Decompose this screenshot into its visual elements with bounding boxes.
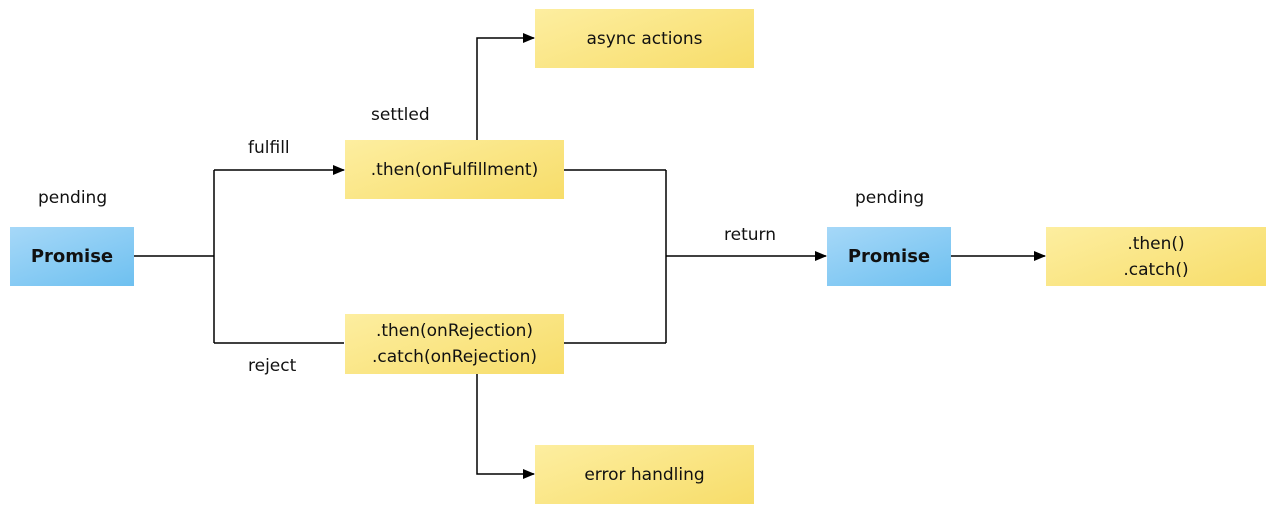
promise-node-right: Promise bbox=[827, 227, 951, 286]
async-actions-node: async actions bbox=[535, 9, 754, 68]
promise-node-left: Promise bbox=[10, 227, 134, 286]
chain-then-label: .then() bbox=[1127, 233, 1185, 254]
label-settled: settled bbox=[371, 105, 430, 125]
label-fulfill: fulfill bbox=[248, 138, 290, 158]
then-rejection-label: .then(onRejection) bbox=[375, 321, 534, 341]
label-pending-left: pending bbox=[38, 188, 108, 208]
rejection-node: .then(onRejection) .catch(onRejection) bbox=[345, 314, 564, 374]
error-handling-label: error handling bbox=[584, 464, 705, 485]
then-fulfillment-label: .then(onFulfillment) bbox=[370, 159, 539, 180]
async-actions-label: async actions bbox=[586, 28, 703, 49]
error-handling-node: error handling bbox=[535, 445, 754, 504]
label-return: return bbox=[724, 225, 776, 245]
chain-catch-label: .catch() bbox=[1123, 259, 1189, 280]
chain-methods-node: .then() .catch() bbox=[1046, 227, 1266, 286]
arrow-async-actions bbox=[476, 33, 535, 140]
label-pending-right: pending bbox=[855, 188, 925, 208]
arrow-error-handling bbox=[476, 374, 535, 479]
catch-rejection-label: .catch(onRejection) bbox=[372, 347, 537, 367]
promise-node-right-label: Promise bbox=[847, 245, 931, 267]
label-reject: reject bbox=[248, 356, 297, 376]
promise-node-left-label: Promise bbox=[30, 245, 114, 267]
then-fulfillment-node: .then(onFulfillment) bbox=[345, 140, 564, 199]
